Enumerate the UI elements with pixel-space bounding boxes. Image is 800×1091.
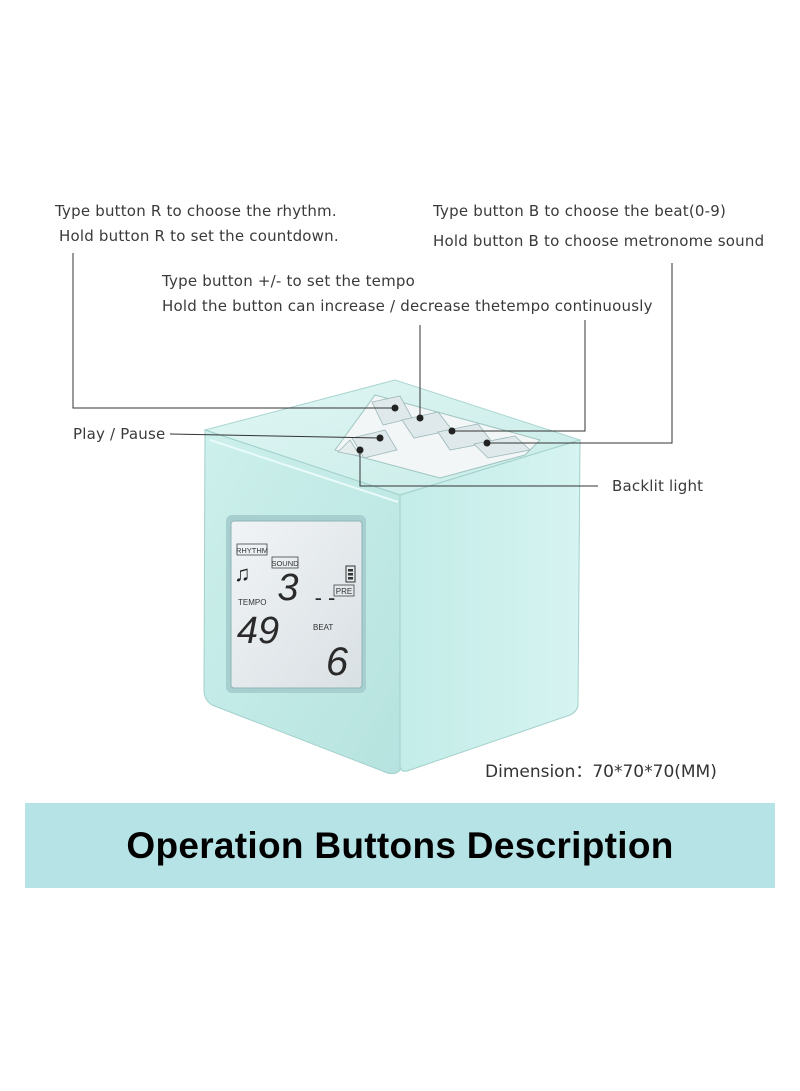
leader-lines [72,253,673,487]
cube-right-face [399,439,581,772]
rhythm-callout-line1: Type button R to choose the rhythm. [55,202,337,220]
rhythm-callout-line2: Hold button R to set the countdown. [59,227,339,245]
metronome-cube-illustration: RHYTHM SOUND ♫ 3 - - PRE TEMPO 49 BEAT 6 [72,253,673,775]
lcd-dashes: - - [315,585,336,610]
backlit-callout: Backlit light [612,477,704,495]
beat-callout-line2: Hold button B to choose metronome sound [433,232,765,250]
lcd-note-icon: ♫ [234,561,251,586]
lcd-sound-value: 3 [277,567,298,609]
lcd-tempo-label: TEMPO [238,598,266,607]
lcd-screen [230,520,363,689]
tempo-callout-line2: Hold the button can increase / decrease … [162,297,653,315]
leader-dots [356,404,491,454]
dimension-text: Dimension：70*70*70(MM) [485,762,717,782]
lcd-pre-tag: PRE [336,587,352,596]
beat-callout-line1: Type button B to choose the beat(0-9) [433,202,727,220]
tempo-callout-line1: Type button +/- to set the tempo [162,272,415,290]
lcd-tempo-value: 49 [237,610,279,652]
battery-icon [345,565,356,583]
button-backlight [337,439,361,457]
lcd-beat-value: 6 [326,640,349,684]
lcd-rhythm-tag: RHYTHM [236,546,268,555]
lcd-beat-label: BEAT [313,623,333,632]
play-pause-callout: Play / Pause [73,425,166,443]
banner-title: Operation Buttons Description [126,824,674,866]
title-banner: Operation Buttons Description [25,803,775,888]
lcd-sound-tag: SOUND [271,559,299,568]
